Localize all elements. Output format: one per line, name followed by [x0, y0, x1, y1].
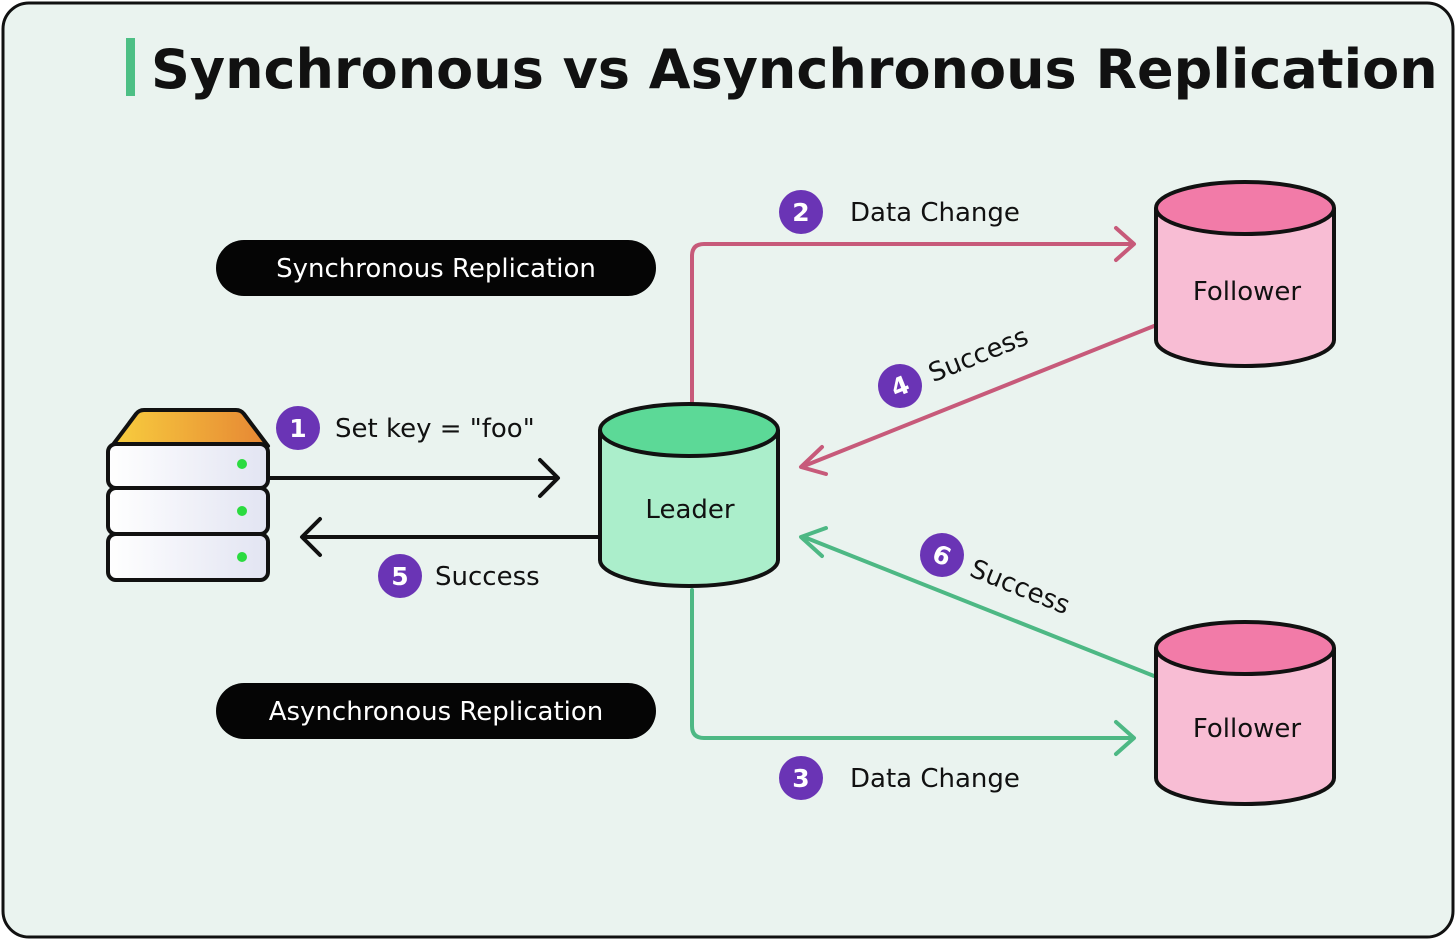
- step-number: 1: [289, 414, 306, 443]
- leader-database: Leader: [598, 402, 780, 588]
- step-number: 5: [391, 562, 408, 591]
- arrow-data-change-async: [690, 588, 1136, 756]
- page-title: Synchronous vs Asynchronous Replication: [151, 38, 1438, 101]
- arrow-success-sync: [799, 324, 1156, 476]
- arrow-success-client: [300, 517, 600, 557]
- arrow-success-async: [799, 526, 1156, 678]
- step-text: Success: [435, 562, 540, 592]
- step-2: 2 Data Change: [779, 190, 1020, 234]
- status-led-icon: [237, 506, 247, 516]
- step-badge: [378, 554, 422, 598]
- follower-async-label: Follower: [1193, 714, 1302, 744]
- leader-label: Leader: [645, 495, 734, 525]
- title-accent-bar: [126, 38, 135, 96]
- sync-replication-text: Synchronous Replication: [276, 254, 596, 284]
- step-badge: [920, 533, 964, 577]
- async-replication-text: Asynchronous Replication: [269, 697, 604, 727]
- step-badge: [878, 364, 922, 408]
- status-led-icon: [237, 552, 247, 562]
- step-text: Data Change: [850, 764, 1020, 794]
- step-number: 3: [792, 764, 809, 793]
- status-led-icon: [237, 459, 247, 469]
- step-5: 5 Success: [378, 554, 540, 598]
- step-text: Data Change: [850, 198, 1020, 228]
- sync-replication-label: Synchronous Replication: [216, 240, 656, 296]
- step-badge: [276, 406, 320, 450]
- follower-database-sync: Follower: [1154, 180, 1336, 368]
- step-badge: [779, 756, 823, 800]
- async-replication-label: Asynchronous Replication: [216, 683, 656, 739]
- server-rack-icon: [106, 408, 270, 582]
- follower-sync-label: Follower: [1193, 277, 1302, 307]
- step-number: 2: [792, 198, 809, 227]
- step-badge: [779, 190, 823, 234]
- step-text: Set key = "foo": [335, 414, 535, 444]
- step-1: 1 Set key = "foo": [276, 406, 535, 450]
- arrow-data-change-sync: [690, 226, 1136, 408]
- step-3: 3 Data Change: [779, 756, 1020, 800]
- arrow-set-key: [266, 458, 560, 498]
- follower-database-async: Follower: [1154, 620, 1336, 806]
